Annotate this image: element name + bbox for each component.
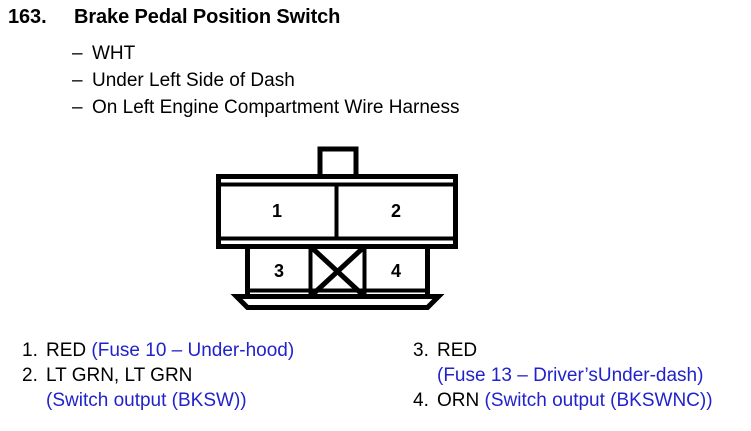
wire-circuit-note: (Switch output (BKSWNC)) bbox=[484, 390, 713, 411]
pin-legend-line: ORN (Switch output (BKSWNC)) bbox=[437, 388, 713, 413]
pin-legend-left-column: 1. RED (Fuse 10 – Under-hood) 2. LT GRN,… bbox=[22, 338, 294, 413]
connector-locking-tab-icon bbox=[317, 146, 359, 177]
pin-legend-line: (Fuse 13 – Driver’sUnder-dash) bbox=[437, 363, 703, 388]
pin-legend-body: RED (Fuse 13 – Driver’sUnder-dash) bbox=[437, 338, 703, 388]
pin-legend-index: 1. bbox=[22, 340, 38, 361]
description-item: – On Left Engine Compartment Wire Harnes… bbox=[72, 94, 460, 121]
connector-diagram-svg: 1 2 3 4 bbox=[216, 146, 458, 310]
pin-legend-line: RED bbox=[437, 338, 703, 363]
pin-legend-line: (Switch output (BKSW)) bbox=[46, 388, 247, 413]
cavity-label-3: 3 bbox=[274, 261, 284, 281]
pin-legend-body: LT GRN, LT GRN (Switch output (BKSW)) bbox=[46, 363, 247, 413]
wire-circuit-note: (Fuse 10 – Under-hood) bbox=[91, 340, 295, 361]
wire-circuit-note: (Switch output (BKSW)) bbox=[46, 390, 247, 411]
connector-bottom-skirt bbox=[230, 294, 445, 310]
pin-legend-index: 3. bbox=[413, 340, 429, 361]
pin-legend-item-2: 2. LT GRN, LT GRN (Switch output (BKSW)) bbox=[22, 363, 294, 413]
description-item: – WHT bbox=[72, 40, 460, 67]
connector-diagram: 1 2 3 4 bbox=[212, 144, 462, 312]
description-item-text: On Left Engine Compartment Wire Harness bbox=[92, 97, 460, 118]
description-item-text: Under Left Side of Dash bbox=[92, 70, 295, 91]
pin-legend-body: ORN (Switch output (BKSWNC)) bbox=[437, 388, 713, 413]
pin-legend-body: RED (Fuse 10 – Under-hood) bbox=[46, 338, 294, 363]
pin-legend-item-3: 3. RED (Fuse 13 – Driver’sUnder-dash) bbox=[413, 338, 713, 388]
wire-color-label: LT GRN, LT GRN bbox=[46, 365, 193, 386]
description-item: – Under Left Side of Dash bbox=[72, 67, 460, 94]
page-title-number: 163. bbox=[8, 6, 47, 28]
pin-legend-item-1: 1. RED (Fuse 10 – Under-hood) bbox=[22, 338, 294, 363]
pin-legend-line: LT GRN, LT GRN bbox=[46, 363, 247, 388]
pin-legend-item-4: 4. ORN (Switch output (BKSWNC)) bbox=[413, 388, 713, 413]
pin-legend-right-column: 3. RED (Fuse 13 – Driver’sUnder-dash) 4.… bbox=[413, 338, 713, 413]
description-item-text: WHT bbox=[92, 43, 136, 64]
pin-legend-line: RED (Fuse 10 – Under-hood) bbox=[46, 338, 294, 363]
wire-circuit-note: (Fuse 13 – Driver’sUnder-dash) bbox=[437, 365, 704, 386]
cavity-label-2: 2 bbox=[391, 201, 401, 221]
dash-bullet-icon: – bbox=[72, 97, 83, 118]
pin-legend-index: 2. bbox=[22, 365, 38, 386]
dash-bullet-icon: – bbox=[72, 43, 83, 64]
pin-legend-index: 4. bbox=[413, 390, 429, 411]
dash-bullet-icon: – bbox=[72, 70, 83, 91]
blank-cavity-x-icon bbox=[309, 245, 366, 298]
wire-color-label: ORN bbox=[437, 390, 485, 411]
wire-color-label: RED bbox=[437, 340, 478, 361]
page-title: 163. Brake Pedal Position Switch bbox=[8, 6, 340, 29]
wire-color-label: RED bbox=[46, 340, 92, 361]
description-list: – WHT – Under Left Side of Dash – On Lef… bbox=[72, 40, 460, 121]
page-title-text: Brake Pedal Position Switch bbox=[74, 6, 341, 28]
cavity-label-4: 4 bbox=[391, 261, 401, 281]
cavity-label-1: 1 bbox=[272, 201, 282, 221]
